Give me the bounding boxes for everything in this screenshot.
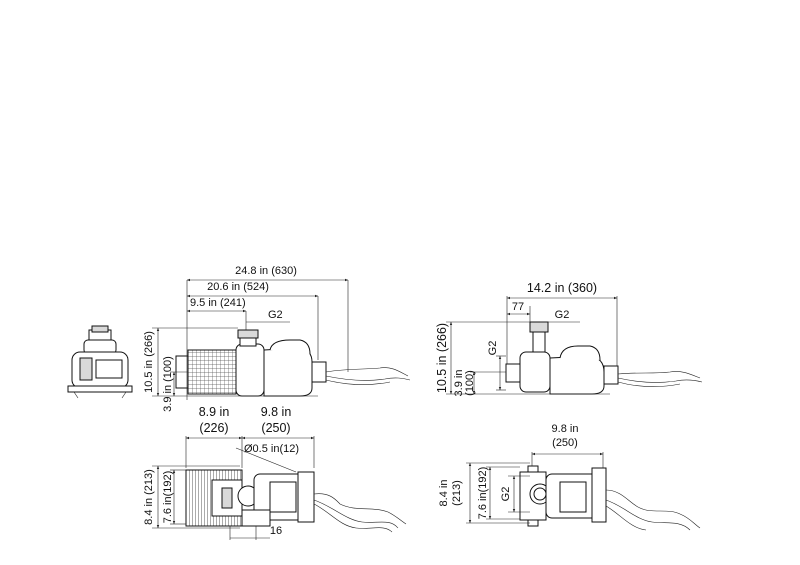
- nozzle-offset-label: 77: [512, 301, 524, 313]
- end-depth-total-in-label: 8.4 in: [438, 480, 450, 507]
- end-width-in-label: 9.8 in: [552, 423, 579, 435]
- end-side-view-dimensions: 14.2 in (360) 77 G2 G2 10.5 in (266) 3.9…: [435, 281, 618, 397]
- outlet-offset-label: 9.5 in (241): [190, 297, 246, 309]
- depth-total-label: 8.4 in (213): [143, 469, 155, 525]
- side-view-pump: [175, 329, 411, 397]
- end-top-view-dimensions: 9.8 in (250) 8.4 in (213) 7.6 in(192) G2: [438, 423, 604, 524]
- depth-feet-label: 7.6 in(192): [162, 471, 174, 524]
- end-side-view-pump: [500, 321, 703, 395]
- mount-hole-label: Ø0.5 in(12): [244, 443, 299, 455]
- motor-width-mm-label: (250): [261, 421, 290, 435]
- end-top-thread-label: G2: [500, 487, 512, 502]
- outlet-thread-label: G2: [268, 309, 283, 321]
- end-height-total-label: 10.5 in (266): [435, 323, 449, 393]
- top-view-pump: [185, 469, 407, 533]
- end-thread-side-label: G2: [487, 341, 499, 356]
- height-inlet-label: 3.9 in (100): [162, 356, 174, 412]
- inlet-width-in-label: 8.9 in: [199, 405, 230, 419]
- end-top-view-pump: [519, 465, 701, 531]
- end-depth-total-mm-label: (213): [451, 480, 463, 506]
- overall-length-label: 24.8 in (630): [235, 265, 297, 277]
- height-total-label: 10.5 in (266): [143, 331, 155, 393]
- end-height-inlet-mm-label: (100): [464, 370, 476, 396]
- motor-width-in-label: 9.8 in: [261, 405, 292, 419]
- end-overall-length-label: 14.2 in (360): [527, 281, 597, 295]
- foot-spacing-label: 16: [270, 525, 282, 537]
- end-height-inlet-label: 3.9 in: [453, 370, 465, 397]
- inlet-width-mm-label: (226): [199, 421, 228, 435]
- end-width-mm-label: (250): [552, 437, 578, 449]
- top-view-dimensions: 8.9 in (226) 9.8 in (250) Ø0.5 in(12) 8.…: [143, 405, 315, 540]
- end-thread-top-label: G2: [555, 309, 570, 321]
- motor-length-label: 20.6 in (524): [207, 281, 269, 293]
- side-view-dimensions: 24.8 in (630) 20.6 in (524) 9.5 in (241)…: [143, 265, 349, 412]
- front-view-pump: [67, 325, 133, 399]
- end-depth-feet-label: 7.6 in(192): [477, 467, 489, 520]
